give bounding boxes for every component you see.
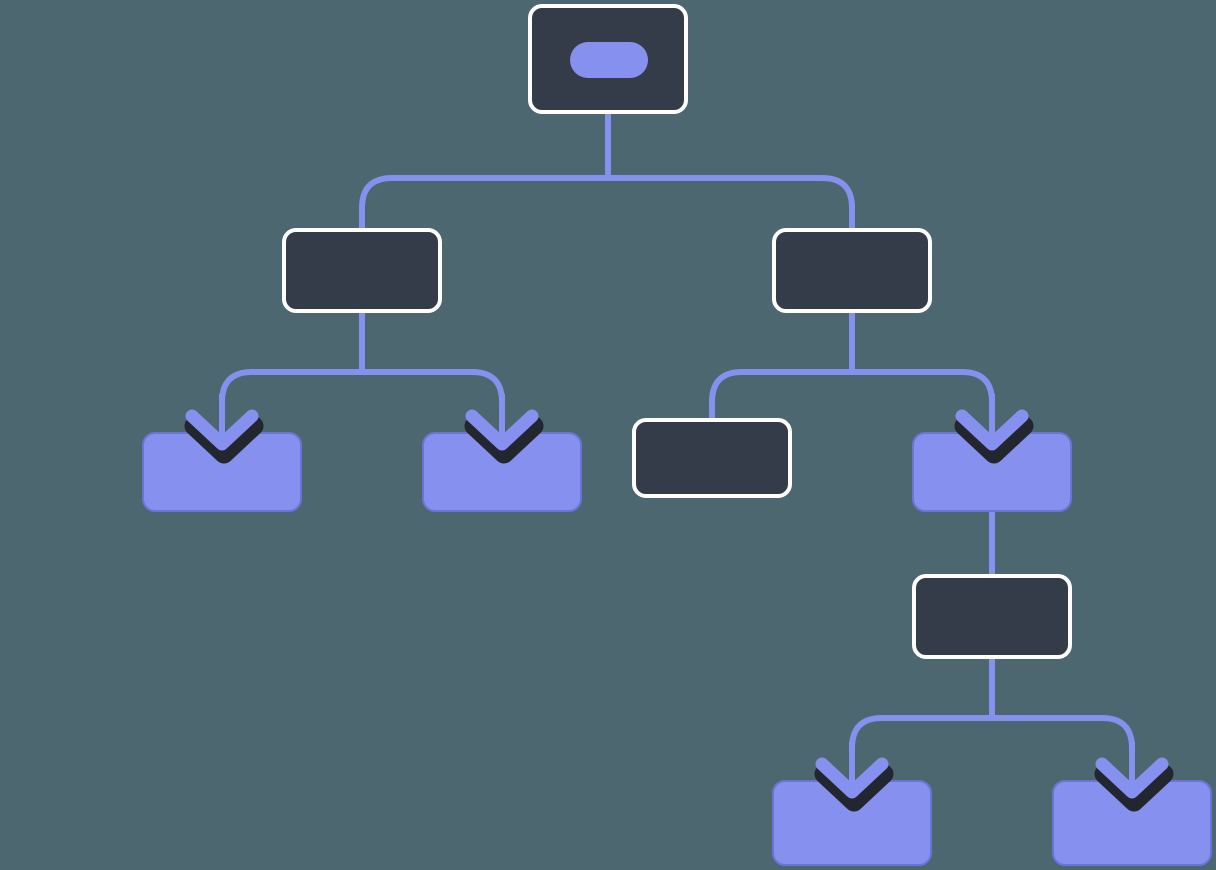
arrowhead-chevron bbox=[185, 409, 259, 451]
arrowhead-chevron bbox=[955, 409, 1029, 451]
edge-fork-1-to-branch-right bbox=[608, 175, 855, 318]
arrow-markers-layer bbox=[184, 394, 1174, 812]
node-pill-indicator bbox=[570, 42, 648, 78]
node-body-leaf-3[interactable] bbox=[632, 418, 792, 498]
arrowhead-chevron bbox=[1095, 757, 1169, 799]
arrowhead-icon bbox=[184, 394, 264, 464]
node-branch-left[interactable] bbox=[282, 228, 442, 313]
arrowhead-chevron bbox=[815, 757, 889, 799]
nodes-layer bbox=[142, 4, 1212, 866]
node-leaf-3[interactable] bbox=[632, 418, 792, 498]
arrowhead-icon bbox=[1094, 742, 1174, 812]
edge-fork-1-to-branch-left bbox=[359, 175, 608, 318]
node-sub-branch[interactable] bbox=[912, 574, 1072, 659]
node-branch-right[interactable] bbox=[772, 228, 932, 313]
arrowhead-icon bbox=[464, 394, 544, 464]
edge-fork-3-to-leaf-3 bbox=[709, 369, 852, 420]
arrowhead-icon bbox=[954, 394, 1034, 464]
node-body-sub-branch[interactable] bbox=[912, 574, 1072, 659]
node-root[interactable] bbox=[528, 4, 688, 114]
arrowhead-icon bbox=[814, 742, 894, 812]
arrowhead-chevron bbox=[465, 409, 539, 451]
node-body-branch-left[interactable] bbox=[282, 228, 442, 313]
node-body-branch-right[interactable] bbox=[772, 228, 932, 313]
